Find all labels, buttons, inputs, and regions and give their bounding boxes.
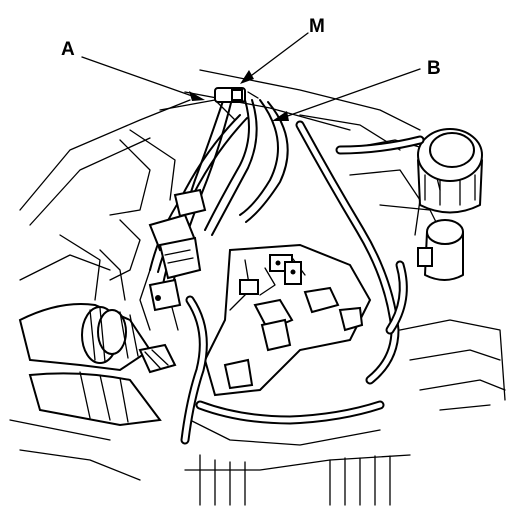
- callout-b-arrowhead: [272, 111, 289, 121]
- callout-m-leader: [247, 32, 309, 79]
- intake-boot: [18, 303, 177, 427]
- reservoir-cap: [417, 128, 483, 214]
- connectors: [99, 188, 207, 312]
- coolant-hoses: [180, 120, 425, 445]
- sensor-canister: [417, 219, 464, 281]
- callout-b-leader: [281, 68, 421, 119]
- callout-b: B: [427, 58, 441, 79]
- central-manifold: [203, 243, 372, 397]
- callout-m: M: [309, 16, 325, 37]
- callout-a-arrowhead: [189, 91, 205, 101]
- callout-m-arrowhead: [240, 70, 254, 84]
- callout-a-leader: [81, 56, 196, 98]
- callout-labels: A M B: [61, 16, 441, 79]
- callout-a: A: [61, 39, 75, 60]
- callout-leaders: [81, 32, 421, 121]
